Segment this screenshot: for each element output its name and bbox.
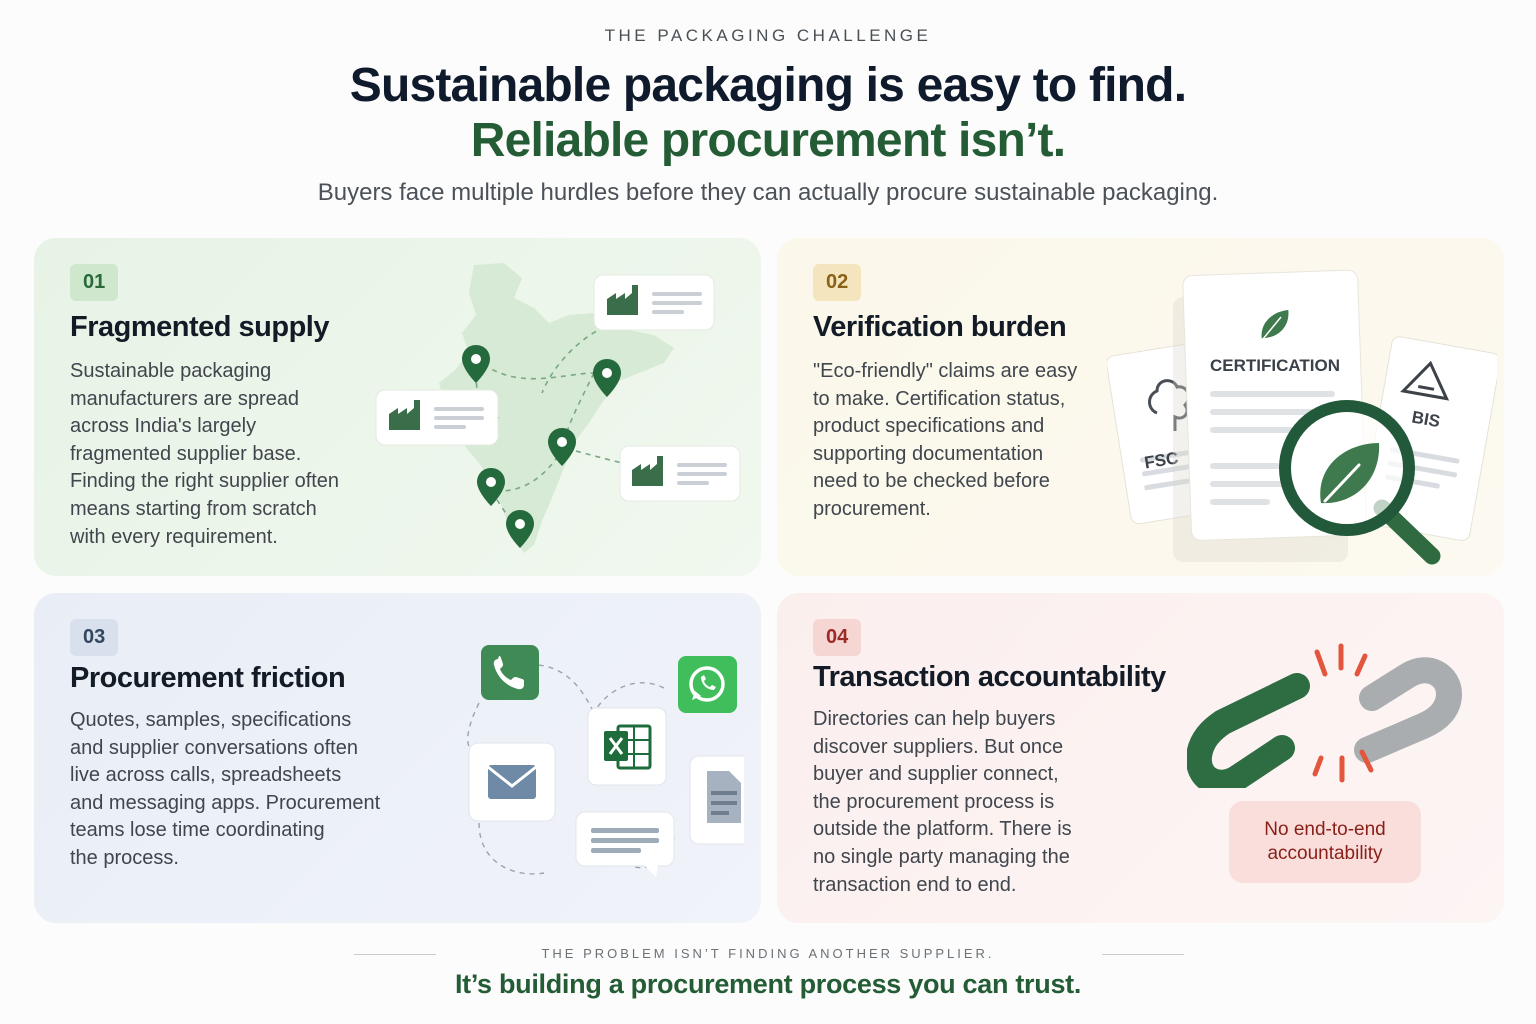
mail-icon — [468, 742, 556, 822]
card-number: 03 — [70, 619, 119, 656]
card-body: "Eco-friendly" claims are easy to make. … — [813, 360, 1078, 520]
whatsapp-icon — [678, 656, 737, 713]
headline-primary: Sustainable packaging is easy to find. — [349, 59, 1187, 112]
card-body: Directories can help buyers discover sup… — [813, 708, 1072, 896]
headline-secondary: Reliable procurement isn’t. — [470, 114, 1066, 167]
card-fragmented-supply: 01 Fragmented supply Sustainable packagi… — [34, 238, 761, 576]
factory-card — [593, 274, 715, 331]
card-procurement-friction: 03 Procurement friction Quotes, samples,… — [34, 593, 761, 923]
footer-divider-left — [354, 954, 436, 955]
phone-icon — [481, 645, 539, 700]
magnifier-icon — [1279, 400, 1441, 565]
subheading: Buyers face multiple hurdles before they… — [317, 179, 1219, 206]
accountability-badge: No end-to-end accountability — [1229, 801, 1421, 883]
card-number: 01 — [70, 264, 119, 301]
card-title: Fragmented supply — [70, 311, 330, 343]
bis-mark-icon — [1400, 360, 1450, 401]
card-body: Quotes, samples, specifications and supp… — [70, 709, 381, 869]
card-title: Procurement friction — [70, 662, 346, 694]
footer-closing: It’s building a procurement process you … — [454, 969, 1082, 999]
factory-card — [619, 445, 741, 502]
eyebrow-label: THE PACKAGING CHALLENGE — [604, 26, 932, 45]
fsc-tree-icon — [1148, 379, 1191, 431]
card-number: 02 — [813, 264, 862, 301]
certification-illustration: FSC BIS CERTIFICATION — [1107, 269, 1497, 565]
card-body: Sustainable packaging manufacturers are … — [70, 360, 340, 548]
chat-icon — [575, 811, 675, 877]
card-verification-burden: 02 Verification burden "Eco-friendly" cl… — [777, 238, 1504, 576]
broken-chain-icon — [1187, 643, 1463, 788]
document-icon — [689, 755, 744, 845]
card-title: Transaction accountability — [813, 661, 1166, 693]
footer-kicker: THE PROBLEM ISN’T FINDING ANOTHER SUPPLI… — [541, 946, 995, 961]
india-map-illustration — [375, 263, 741, 553]
leaf-icon — [1260, 308, 1290, 340]
card-number: 04 — [813, 619, 862, 656]
certificate-right-label: BIS — [1410, 408, 1441, 432]
card-title: Verification burden — [813, 311, 1067, 343]
factory-card — [375, 389, 499, 446]
communication-illustration — [467, 645, 744, 877]
footer-divider-right — [1102, 954, 1184, 955]
spreadsheet-icon — [587, 707, 667, 786]
certificate-title: CERTIFICATION — [1210, 356, 1340, 375]
